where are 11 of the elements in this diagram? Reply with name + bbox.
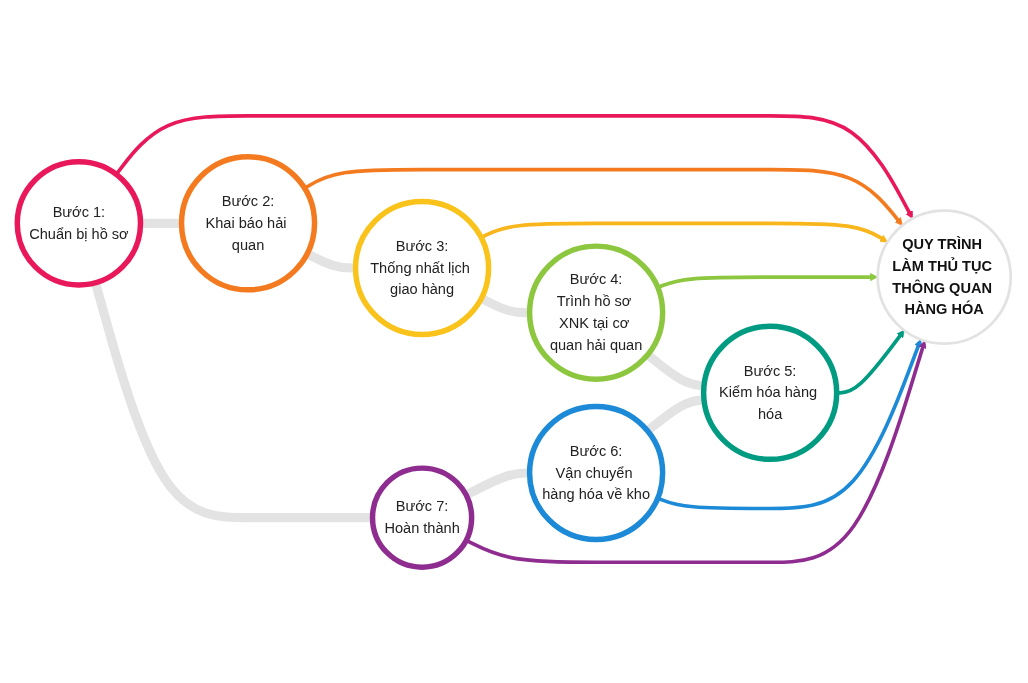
node-circle: Bước 4: Trình hồ sơ XNK tại cơ quan hải quan xyxy=(526,243,666,382)
arrow xyxy=(465,340,927,565)
node-circle: Bước 1: Chuẩn bị hồ sơ xyxy=(14,159,144,288)
arrow xyxy=(114,114,913,219)
node-circle: Bước 5: Kiểm hóa hàng hóa xyxy=(700,323,840,463)
node-circle: Bước 7: Hoàn thành xyxy=(369,465,475,570)
node-circle: Bước 2: Khai báo hải quan xyxy=(178,154,318,293)
arrow xyxy=(836,329,905,395)
node-circle: QUY TRÌNH LÀM THỦ TỤC THÔNG QUAN HÀNG HÓA xyxy=(876,209,1013,345)
node-circle: Bước 6: Vận chuyển hàng hóa về kho xyxy=(526,403,666,543)
node-circle: Bước 3: Thống nhất lịch giao hàng xyxy=(352,198,492,338)
